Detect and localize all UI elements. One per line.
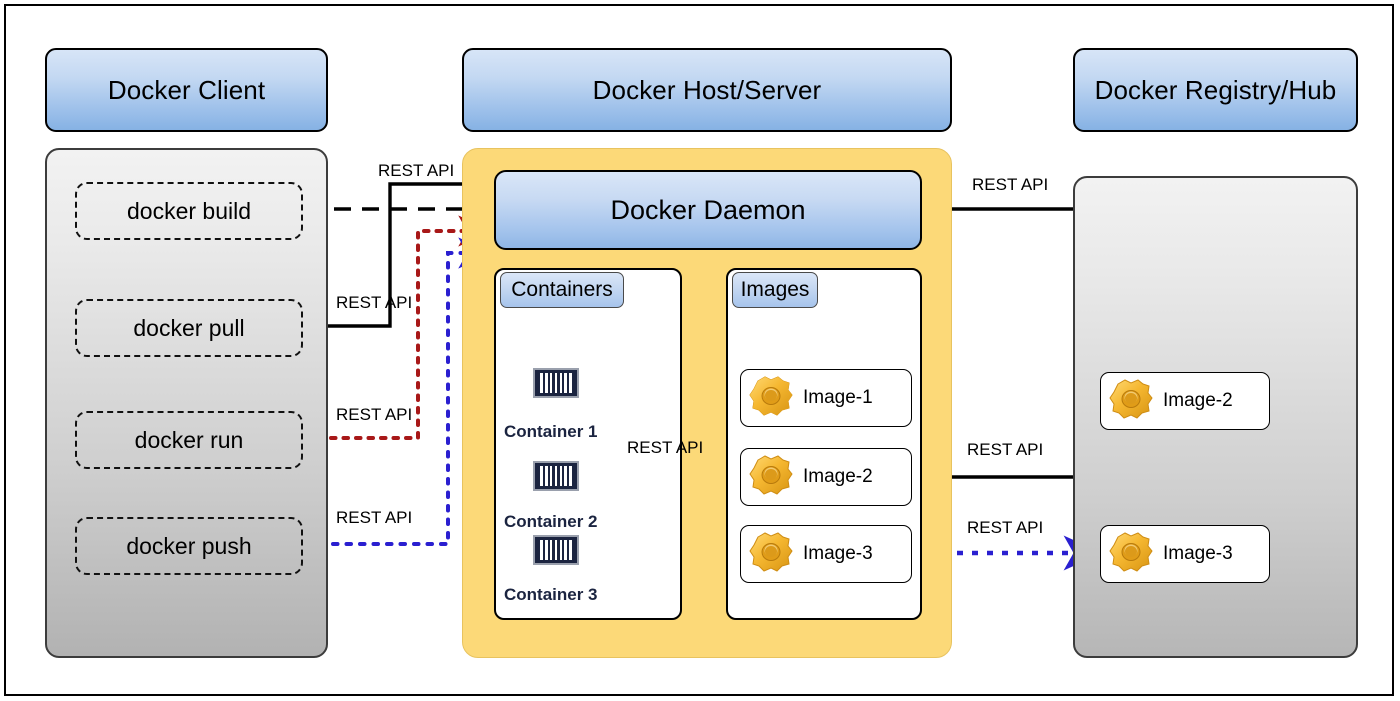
command-label: docker build bbox=[126, 197, 252, 224]
rest-label-pull: REST API bbox=[336, 293, 413, 312]
host-image-row-1[interactable]: Image-1 bbox=[740, 369, 912, 427]
registry-title-pill: Docker Registry/Hub bbox=[1073, 48, 1358, 132]
rest-label-registry-image3: REST API bbox=[967, 518, 1044, 537]
docker-daemon-label: Docker Daemon bbox=[610, 194, 806, 225]
rest-label-push: REST API bbox=[336, 508, 413, 527]
registry-image-row-1[interactable]: Image-2 bbox=[1100, 372, 1270, 430]
containers-panel bbox=[494, 268, 682, 620]
docker-client-panel: docker build docker pull docker run dock… bbox=[45, 148, 328, 658]
containers-panel-label: Containers bbox=[500, 272, 624, 308]
container-icon bbox=[533, 461, 579, 491]
rest-label-daemon-registry: REST API bbox=[972, 175, 1049, 194]
images-label-text: Images bbox=[740, 278, 810, 301]
gear-icon bbox=[747, 528, 799, 581]
container-name-2: Container 2 bbox=[504, 512, 598, 531]
registry-image-row-2[interactable]: Image-3 bbox=[1100, 525, 1270, 583]
host-image-label-1: Image-1 bbox=[803, 387, 873, 408]
registry-image-label-1: Image-2 bbox=[1163, 390, 1233, 411]
client-title-pill: Docker Client bbox=[45, 48, 328, 132]
host-image-label-2: Image-2 bbox=[803, 466, 873, 487]
gear-icon bbox=[1107, 528, 1159, 581]
rest-label-run: REST API bbox=[336, 405, 413, 424]
container-name-3: Container 3 bbox=[504, 585, 598, 604]
host-image-label-3: Image-3 bbox=[803, 543, 873, 564]
host-image-row-3[interactable]: Image-3 bbox=[740, 525, 912, 583]
rest-label-build: REST API bbox=[378, 161, 455, 180]
container-icon bbox=[533, 535, 579, 565]
command-docker-push[interactable]: docker push bbox=[75, 517, 303, 575]
client-title: Docker Client bbox=[107, 74, 266, 105]
rest-label-image-container: REST API bbox=[627, 438, 704, 457]
command-docker-pull[interactable]: docker pull bbox=[75, 299, 303, 357]
command-label: docker run bbox=[134, 426, 244, 453]
host-title: Docker Host/Server bbox=[592, 74, 822, 105]
diagram-border bbox=[4, 4, 1394, 696]
container-name-1: Container 1 bbox=[504, 422, 598, 441]
gear-icon bbox=[1107, 375, 1159, 428]
gear-icon bbox=[747, 451, 799, 504]
command-label: docker pull bbox=[133, 314, 245, 341]
host-title-pill: Docker Host/Server bbox=[462, 48, 952, 132]
containers-label-text: Containers bbox=[511, 278, 613, 301]
command-docker-build[interactable]: docker build bbox=[75, 182, 303, 240]
container-icon bbox=[533, 368, 579, 398]
docker-daemon-box[interactable]: Docker Daemon bbox=[494, 170, 922, 250]
gear-icon bbox=[747, 372, 799, 425]
rest-label-registry-image2: REST API bbox=[967, 440, 1044, 459]
images-panel-label: Images bbox=[732, 272, 818, 308]
command-label: docker push bbox=[126, 532, 252, 559]
registry-image-label-2: Image-3 bbox=[1163, 543, 1233, 564]
command-docker-run[interactable]: docker run bbox=[75, 411, 303, 469]
host-image-row-2[interactable]: Image-2 bbox=[740, 448, 912, 506]
registry-title: Docker Registry/Hub bbox=[1094, 74, 1337, 105]
